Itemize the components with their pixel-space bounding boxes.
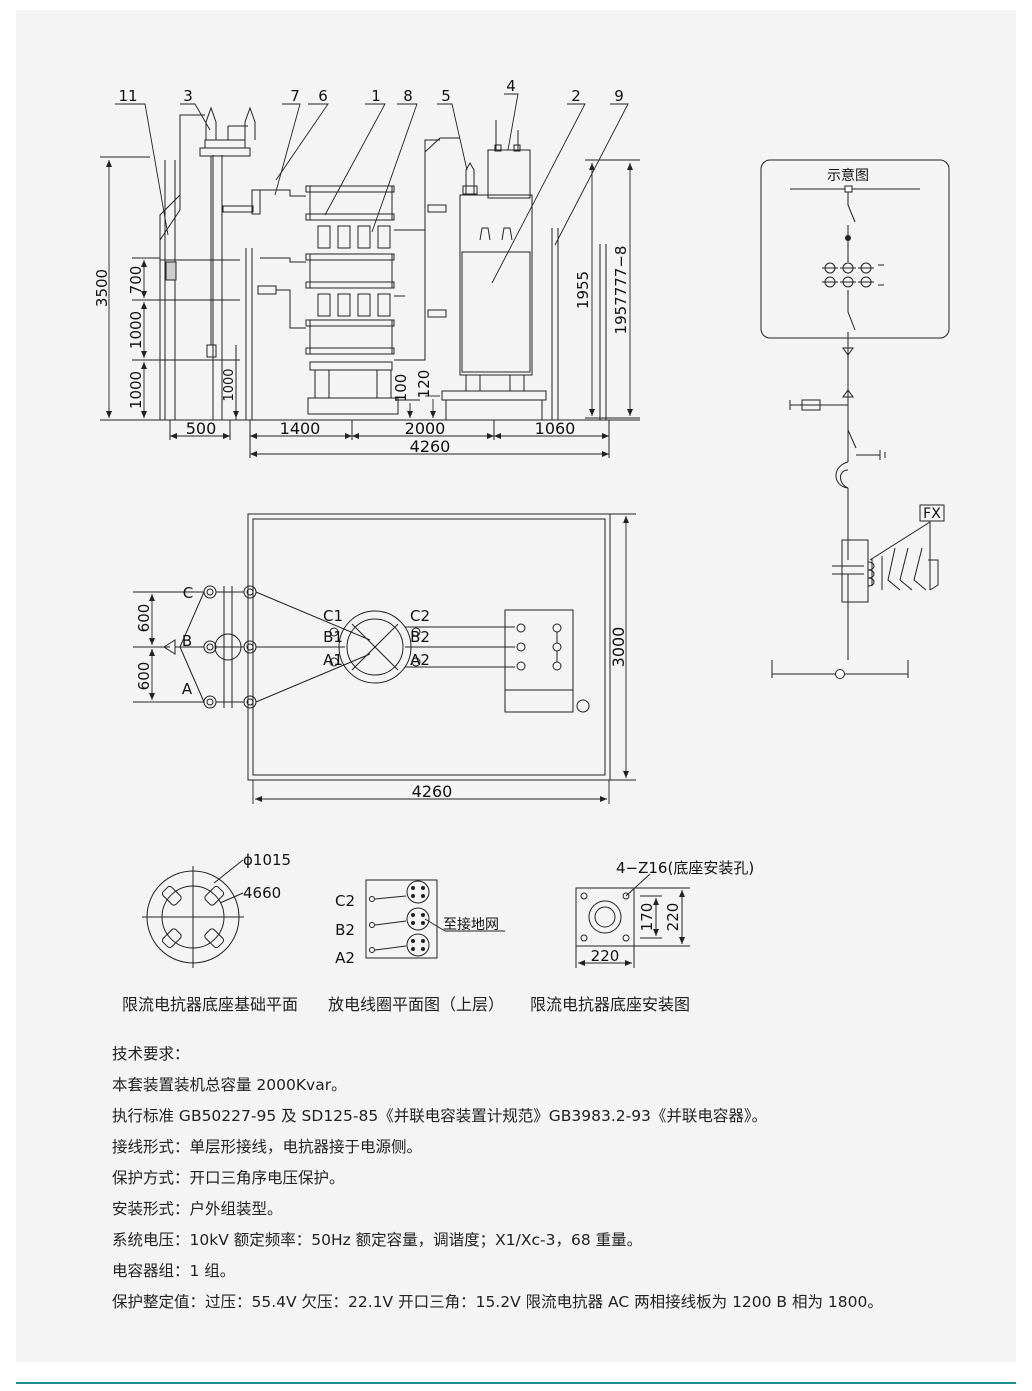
part-label-1: 1	[371, 87, 381, 105]
mounting-plate-detail	[575, 873, 690, 968]
dim-220-horizontal: 220	[591, 947, 620, 965]
dim-3000: 3000	[609, 627, 628, 668]
note-capacitor-group: 电容器组：1 组。	[112, 1262, 236, 1280]
note-installation: 安装形式：户外组装型。	[112, 1200, 283, 1218]
note-capacity: 本套装置装机总容量 2000Kvar。	[112, 1076, 347, 1094]
elevation-dimensions	[100, 156, 640, 457]
elevation-view	[100, 106, 640, 458]
part-label-2: 2	[571, 87, 581, 105]
dim-1000-small: 1000	[222, 368, 237, 401]
part-label-9: 9	[614, 87, 624, 105]
plan-view	[163, 513, 611, 781]
dim-3500: 3500	[93, 269, 111, 307]
coil-b2-label: B2	[410, 628, 430, 646]
base-foundation-detail	[142, 859, 244, 968]
dim-4660-label: 4660	[243, 884, 281, 902]
note-wiring: 接线形式：单层形接线，电抗器接于电源侧。	[112, 1138, 423, 1156]
ground-note: 至接地网	[443, 916, 499, 933]
part-label-5: 5	[441, 87, 451, 105]
phase-c-label: C	[183, 584, 193, 602]
dim-4260-elevation: 4260	[410, 437, 451, 456]
dim-1000-bottom: 1000	[127, 371, 145, 409]
discharge-c2-label: C2	[335, 892, 355, 910]
phase-a-label: A	[182, 680, 193, 698]
discharge-b2-label: B2	[335, 921, 355, 939]
part-label-7: 7	[290, 87, 300, 105]
dim-100: 100	[392, 374, 410, 403]
dim-170: 170	[638, 903, 656, 932]
discharge-coil-labels: C2 B2 A2 至接地网	[335, 892, 499, 967]
part-number-labels: 11 3 7 6 1 8 5 4 2 9	[118, 77, 623, 105]
caption-mounting-plate: 限流电抗器底座安装图	[530, 995, 691, 1014]
schematic-diagram	[760, 159, 950, 679]
phi-label: ϕ1015	[243, 851, 291, 869]
part-label-11: 11	[118, 87, 137, 105]
note-system-voltage: 系统电压：10kV 额定频率：50Hz 额定容量，调谐度；X1/Xc-3，68 …	[112, 1231, 643, 1249]
schematic-title: 示意图	[827, 167, 869, 184]
coil-c2-label: C2	[410, 607, 430, 625]
coil-b1-label: B1	[323, 628, 343, 646]
technical-drawing: 11 3 7 6 1 8 5 4 2 9 3500 700 1000 1000 …	[93, 77, 950, 968]
dim-120: 120	[415, 370, 433, 399]
discharge-a2-label: A2	[335, 949, 355, 967]
phase-b-label: B	[182, 632, 192, 650]
dim-1000-mid: 1000	[127, 311, 145, 349]
dim-4260-plan: 4260	[412, 782, 453, 801]
dim-1060: 1060	[535, 419, 576, 438]
coil-a2-label: A2	[410, 651, 430, 669]
part-label-3: 3	[183, 87, 193, 105]
note-standards: 执行标准 GB50227-95 及 SD125-85《并联电容装置计规范》GB3…	[112, 1107, 768, 1125]
dim-1955: 1955	[574, 271, 592, 309]
technical-requirements: 技术要求： 本套装置装机总容量 2000Kvar。 执行标准 GB50227-9…	[112, 1042, 992, 1321]
coil-c1-label: C1	[323, 607, 343, 625]
bottom-rule	[16, 1382, 1016, 1384]
discharge-coil-detail	[365, 879, 505, 959]
part-label-6: 6	[318, 87, 328, 105]
dim-1400: 1400	[280, 419, 321, 438]
caption-base-foundation: 限流电抗器底座基础平面	[122, 995, 299, 1014]
plan-dimensions	[133, 513, 636, 804]
mounting-plate-labels: 4−Z16(底座安装孔) 170 220 220	[591, 859, 755, 965]
coil-a1-label: A1	[323, 651, 343, 669]
dim-1957777-8: 1957777−8	[612, 246, 630, 335]
dim-600-upper: 600	[135, 604, 153, 633]
dim-2000: 2000	[405, 419, 446, 438]
part-label-4: 4	[506, 77, 516, 95]
notes-heading: 技术要求：	[112, 1045, 190, 1063]
note-protection-settings: 保护整定值：过压：55.4V 欠压：22.1V 开口三角：15.2V 限流电抗器…	[112, 1293, 883, 1311]
fx-label: FX	[923, 506, 941, 522]
caption-discharge-coil: 放电线圈平面图（上层）	[328, 995, 505, 1014]
part-leaders	[115, 93, 629, 284]
dim-220-vertical: 220	[664, 903, 682, 932]
dim-700: 700	[127, 266, 145, 295]
dim-500: 500	[186, 419, 217, 438]
note-protection: 保护方式：开口三角序电压保护。	[112, 1169, 345, 1187]
part-label-8: 8	[403, 87, 413, 105]
plan-labels: C B A C1 B1 A1 C2 B2 A2 600 600 3000 426…	[135, 584, 628, 801]
hole-note: 4−Z16(底座安装孔)	[616, 859, 754, 877]
elevation-dimension-labels: 3500 700 1000 1000 1000 100 120 1955 195…	[93, 246, 630, 456]
dim-600-lower: 600	[135, 662, 153, 691]
